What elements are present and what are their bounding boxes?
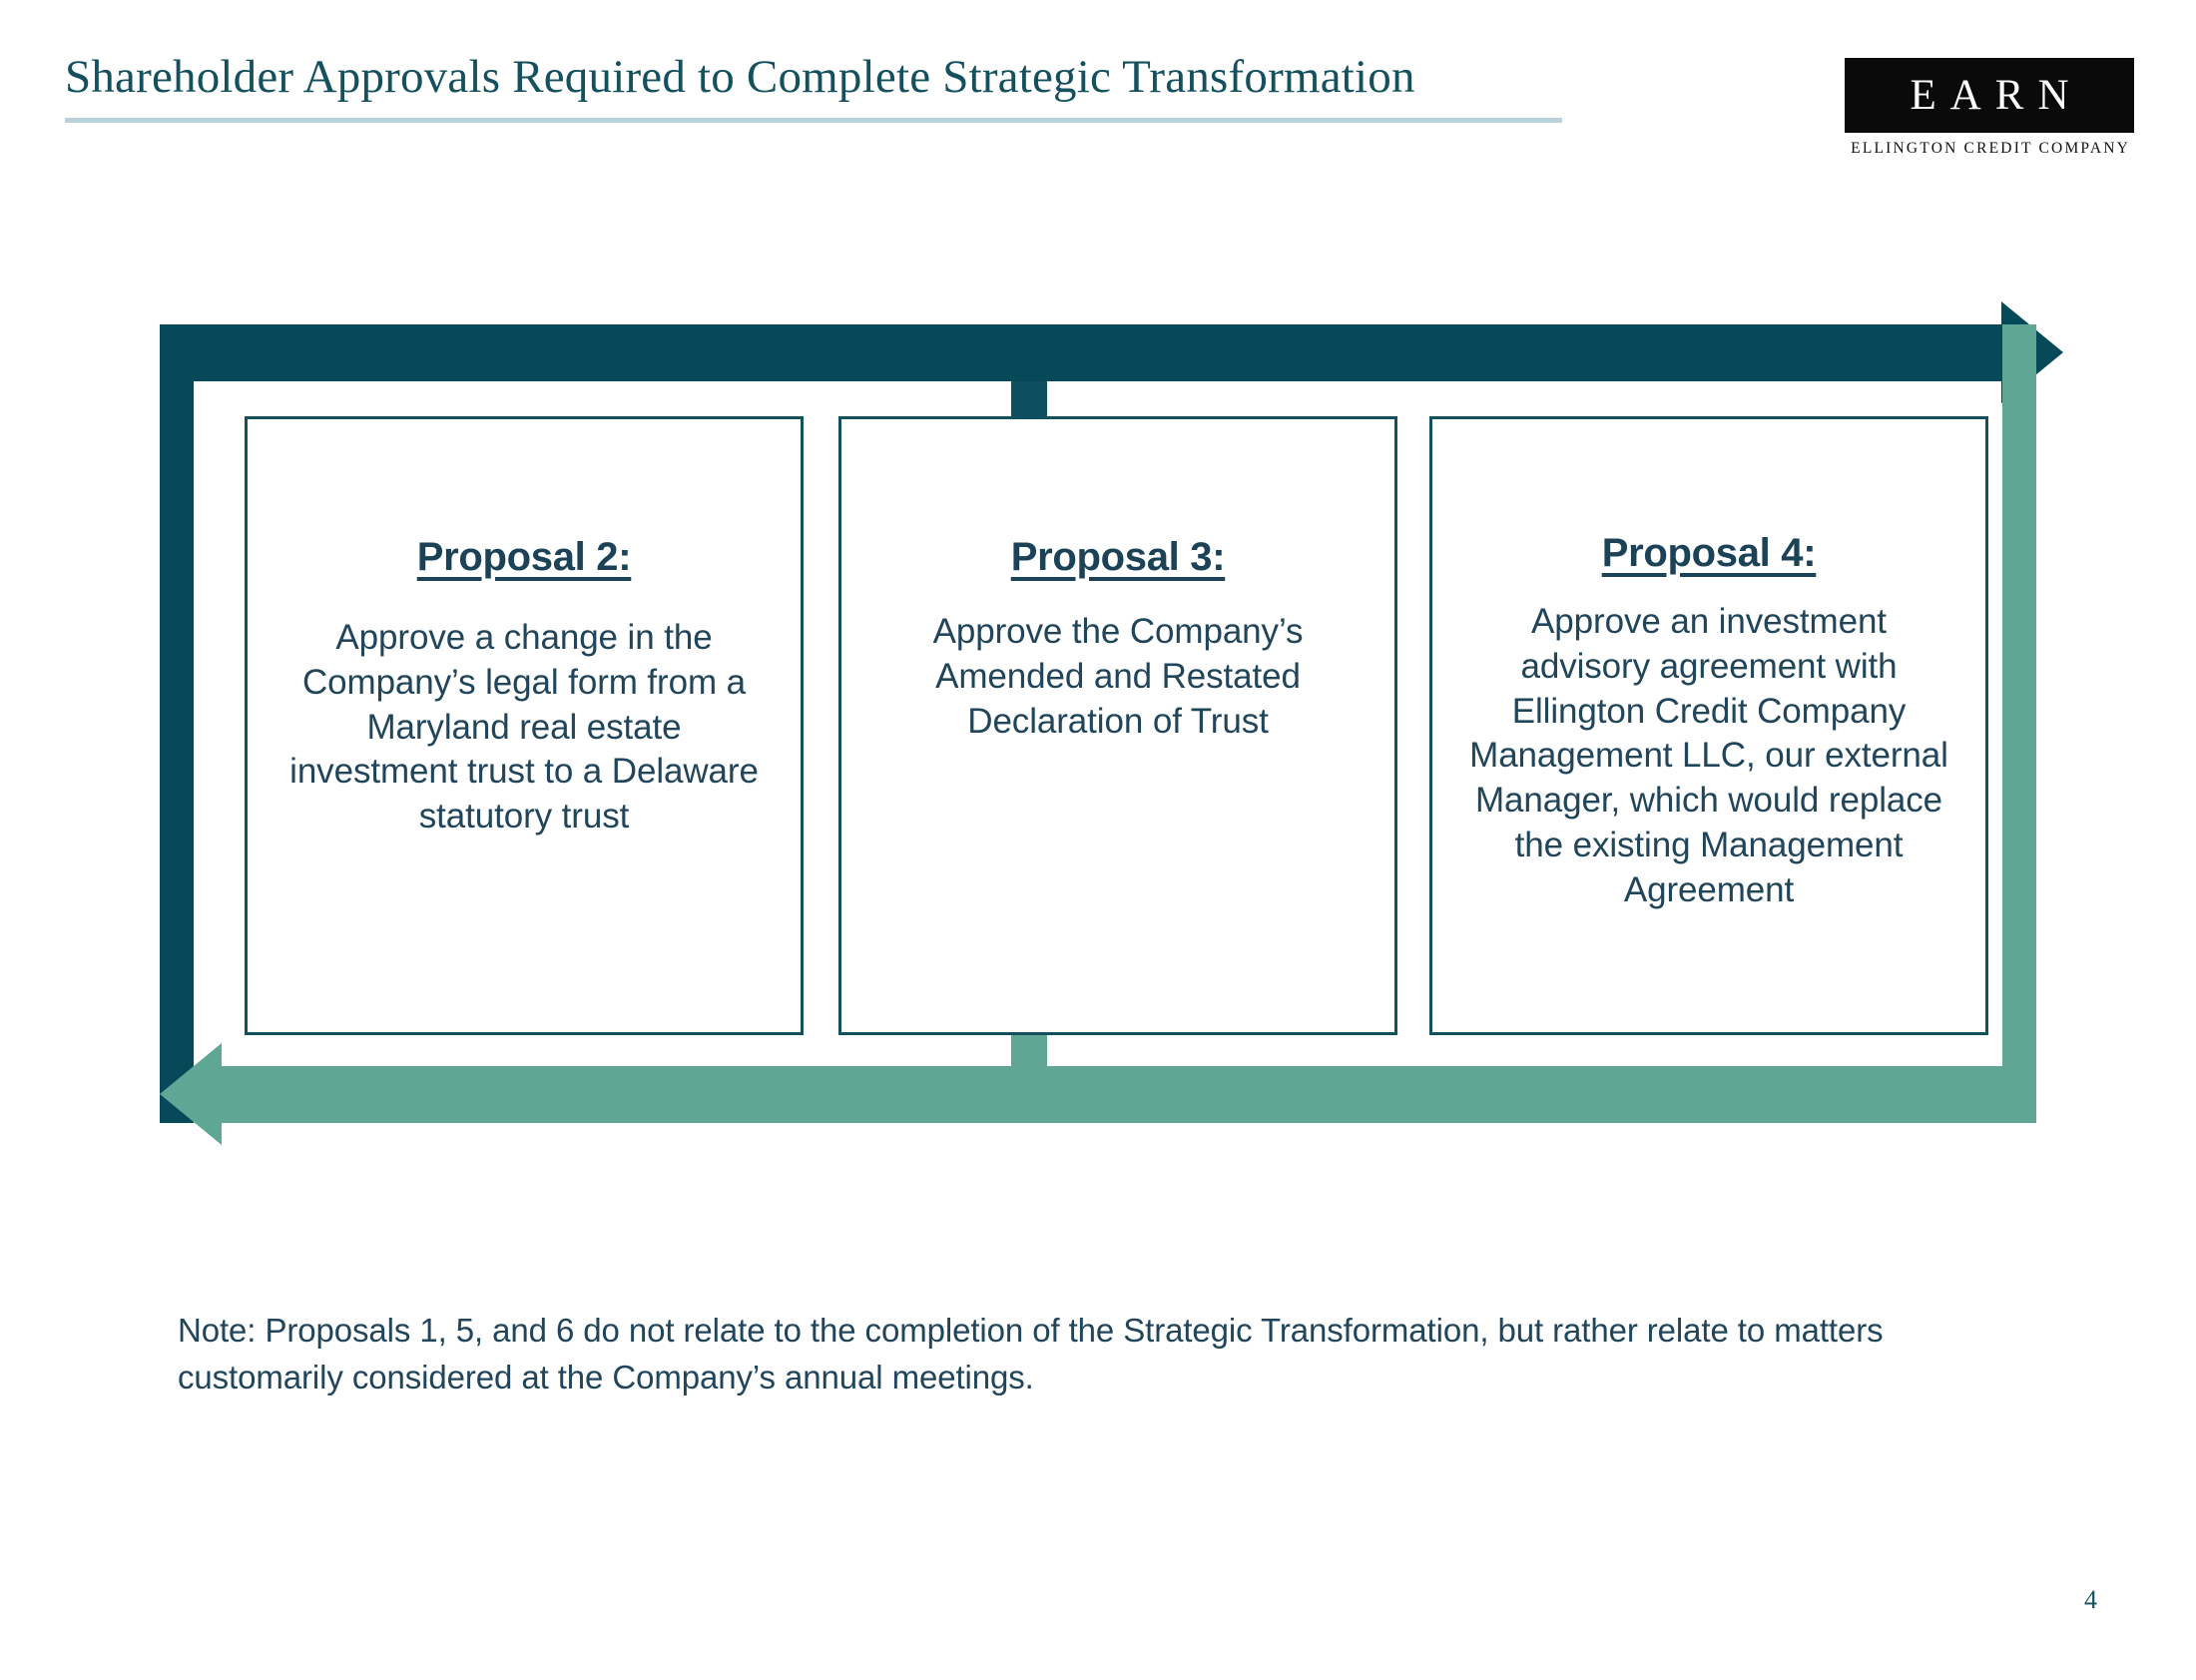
company-logo: EARN ELLINGTON CREDIT COMPANY [1845,58,2134,158]
left-vertical-band-dark [160,324,194,1123]
proposal-box-title: Proposal 2: [416,535,632,579]
logo-wordmark: EARN [1910,72,2083,119]
proposal-box-3: Proposal 3: Approve the Company’s Amende… [838,416,1397,1035]
top-center-connector-stub [1011,381,1047,419]
proposal-box-2: Proposal 2: Approve a change in the Comp… [245,416,804,1035]
proposal-box-title: Proposal 3: [1010,535,1226,579]
title-block: Shareholder Approvals Required to Comple… [65,52,1642,132]
proposal-box-body: Approve the Company’s Amended and Restat… [932,612,1304,741]
strategic-transformation-cycle-diagram: Proposal 2: Approve a change in the Comp… [160,301,2063,1145]
footnote-note: Note: Proposals 1, 5, and 6 do not relat… [178,1312,1884,1396]
proposal-box-4: Proposal 4: Approve an investment adviso… [1429,416,1988,1035]
page-title: Shareholder Approvals Required to Comple… [65,51,1415,103]
logo-subtitle: ELLINGTON CREDIT COMPANY [1851,140,2131,157]
right-vertical-band-green [2002,324,2036,1123]
bottom-arrow-head-left-icon [160,1043,222,1145]
logo-black-box: EARN [1845,58,2134,133]
page-number: 4 [2084,1585,2097,1614]
proposal-box-body: Approve an investment advisory agreement… [1469,602,1948,909]
proposal-box-title: Proposal 4: [1601,531,1817,575]
bottom-arrow-shaft-green [222,1066,2036,1123]
title-underline-rule [65,118,1562,123]
proposal-box-body: Approve a change in the Company’s legal … [289,618,759,837]
top-arrow-shaft-dark [160,324,2001,381]
